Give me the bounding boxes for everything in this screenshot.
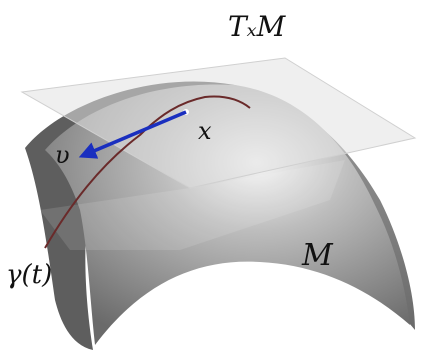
tangent-plane: [20, 57, 417, 189]
manifold-label: M: [301, 238, 334, 273]
tangent-vector: [78, 110, 187, 159]
vector-label: υ: [55, 141, 70, 169]
tangent-space-label: TₓM: [228, 10, 287, 43]
curve-gamma: [44, 95, 251, 249]
curve-label: γ(t): [6, 260, 52, 290]
point-label: x: [198, 117, 212, 145]
tangent-plane-lower: [40, 160, 345, 250]
